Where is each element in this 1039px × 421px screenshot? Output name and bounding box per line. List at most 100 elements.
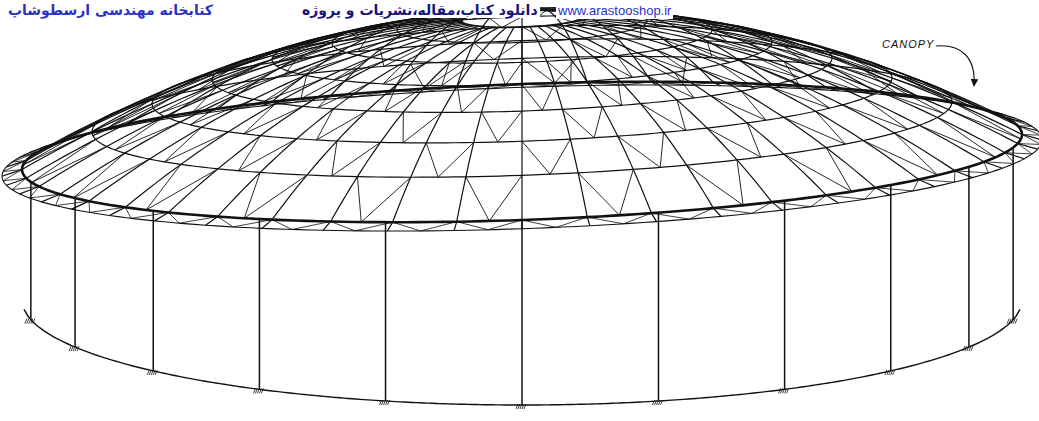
base-hatch <box>522 404 524 409</box>
base-hatch <box>153 370 155 375</box>
base-hatch <box>781 388 783 393</box>
rib <box>538 8 657 85</box>
base-hatch <box>1011 319 1013 324</box>
leader-line <box>936 46 974 86</box>
watermark: دانلود کتاب،مقاله،نشریات و پروژه <box>300 2 540 18</box>
brace <box>23 124 96 165</box>
canopy-brace <box>955 103 988 111</box>
canopy-brace <box>89 201 125 212</box>
rib <box>42 18 467 148</box>
brace <box>474 41 522 60</box>
column <box>658 213 660 401</box>
column <box>521 220 523 405</box>
brace <box>808 69 872 95</box>
base-hatch <box>384 400 386 405</box>
rib <box>72 25 470 209</box>
brace <box>937 87 1012 121</box>
rib <box>323 11 499 99</box>
base-hatch <box>147 370 149 375</box>
part-label: CANOPY <box>880 38 936 51</box>
rib <box>262 12 492 106</box>
brace <box>638 50 687 70</box>
base-hatch <box>783 388 785 393</box>
brace <box>32 139 107 182</box>
base-hatch <box>652 400 654 405</box>
base-hatch <box>1009 319 1011 324</box>
canopy-brace <box>651 208 713 219</box>
brace <box>489 17 522 28</box>
base-hatch <box>73 346 75 351</box>
canopy-brace <box>272 96 331 103</box>
brace <box>522 26 562 40</box>
brace <box>641 100 686 130</box>
brace <box>49 108 125 146</box>
canopy-brace <box>393 87 457 92</box>
rib <box>454 27 514 230</box>
base-hatch <box>971 346 973 351</box>
brace <box>739 56 801 78</box>
base-hatch <box>255 388 257 393</box>
brace <box>190 95 253 125</box>
brace <box>192 80 260 113</box>
canopy-brace <box>1018 126 1039 135</box>
base-hatch <box>77 346 79 351</box>
brace <box>228 68 291 93</box>
brace <box>821 48 884 69</box>
base-hatch <box>259 388 261 393</box>
brace <box>864 60 929 84</box>
canopy-brace <box>919 97 955 104</box>
base-hatch <box>1013 319 1015 324</box>
brace <box>842 98 907 129</box>
canopy-brace <box>331 222 393 231</box>
canopy-brace <box>12 151 39 162</box>
canopy-brace <box>984 153 1014 164</box>
brace <box>664 39 713 57</box>
brace <box>784 148 852 192</box>
brace <box>115 116 180 149</box>
brace <box>522 139 570 174</box>
rib <box>580 15 1024 122</box>
brace <box>816 50 880 72</box>
rib <box>42 24 467 202</box>
canopy-brace <box>331 91 393 97</box>
rib <box>521 8 522 87</box>
brace <box>763 47 826 67</box>
rib <box>530 8 590 86</box>
brace <box>136 77 201 104</box>
brace <box>172 63 236 87</box>
canopy-brace <box>393 222 457 231</box>
base-hatch <box>516 404 518 409</box>
brace <box>385 85 426 112</box>
column <box>1012 148 1014 320</box>
base-hatch <box>29 319 31 324</box>
brace <box>562 107 602 138</box>
brace <box>826 65 898 94</box>
brace <box>919 117 995 157</box>
base-hatch <box>785 388 787 393</box>
rib <box>454 9 514 90</box>
base-hatch <box>151 370 153 375</box>
brace <box>146 164 218 210</box>
base-hatch <box>69 346 71 351</box>
canopy-brace <box>218 217 272 227</box>
base-hatch <box>893 370 895 375</box>
base-hatch <box>524 404 526 409</box>
column <box>30 182 32 320</box>
canopy-brace <box>826 87 875 92</box>
rib <box>564 23 889 195</box>
canopy-brace <box>168 109 217 117</box>
brace <box>894 75 970 107</box>
rib <box>20 19 464 157</box>
brace <box>380 46 426 67</box>
base-hatch <box>887 370 889 375</box>
brace <box>466 175 522 221</box>
brace <box>301 69 358 99</box>
base-hatch <box>658 400 660 405</box>
rib <box>545 26 721 217</box>
rib <box>387 10 506 94</box>
brace <box>358 34 403 51</box>
canopy-brace <box>919 171 955 182</box>
canopy-brace <box>587 82 651 85</box>
base-hatch <box>25 319 27 324</box>
base-hatch <box>779 388 781 393</box>
